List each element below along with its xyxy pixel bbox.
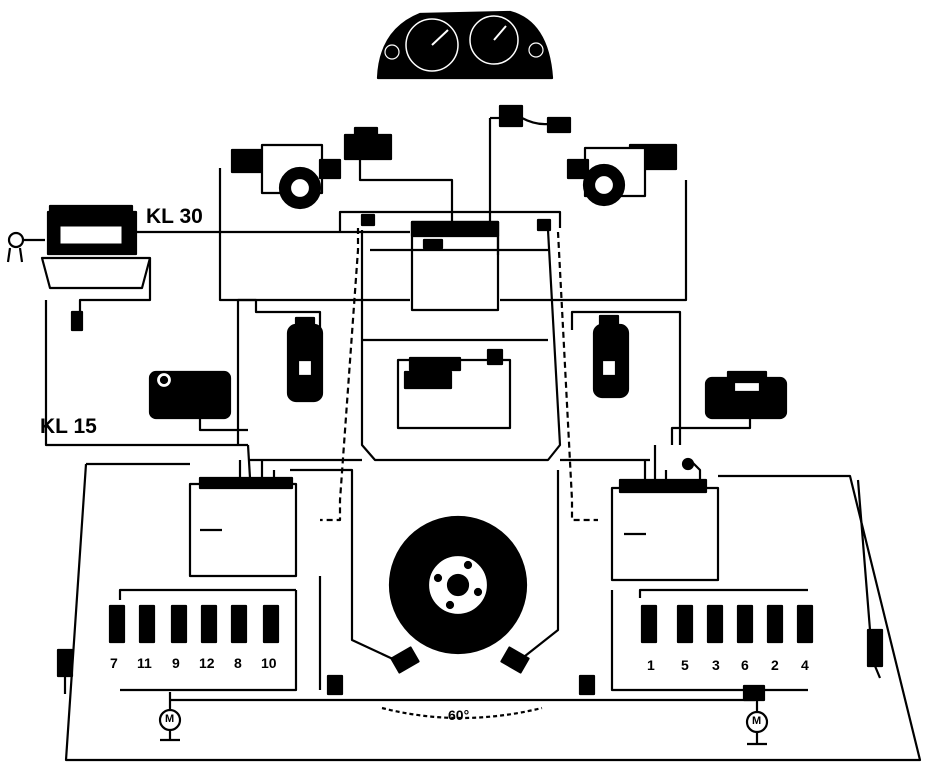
throttle-body-right xyxy=(566,143,678,207)
injector-label-6: 6 xyxy=(741,657,749,673)
injector-label-11: 11 xyxy=(137,655,152,671)
injector-label-9: 9 xyxy=(172,655,180,671)
ignition-coil-right xyxy=(592,314,630,399)
instrument-cluster xyxy=(376,10,554,80)
crank-sensor-right xyxy=(500,615,560,674)
battery xyxy=(6,204,152,290)
injectors-left xyxy=(108,604,280,644)
injector-label-8: 8 xyxy=(234,655,242,671)
injector-label-2: 2 xyxy=(771,657,779,673)
crank-sensor-left xyxy=(350,615,420,674)
ecu-left xyxy=(188,476,298,578)
injector-label-3: 3 xyxy=(712,657,720,673)
throttle-body-left xyxy=(230,143,342,210)
motor-right-icon xyxy=(742,684,769,746)
main-ecu xyxy=(410,220,500,312)
flywheel xyxy=(388,515,528,655)
kl15-label: KL 15 xyxy=(40,415,97,438)
injector-label-12: 12 xyxy=(199,655,215,671)
angle-label: 60° xyxy=(448,707,470,723)
lambda-sensor-right xyxy=(856,479,884,679)
kl30-label: KL 30 xyxy=(146,205,203,228)
air-pump-left xyxy=(148,370,248,432)
ignition-coil-left xyxy=(286,316,324,403)
injector-label-4: 4 xyxy=(801,657,809,673)
central-control-unit xyxy=(396,348,512,430)
motor-left-icon xyxy=(158,692,182,742)
ecu-right xyxy=(610,478,720,582)
lambda-sensor-left xyxy=(56,648,74,694)
idle-actuator xyxy=(343,126,454,225)
motor-right-label: M xyxy=(752,715,762,727)
air-pump-right xyxy=(670,370,788,445)
sensor-top xyxy=(488,104,572,222)
motor-left-label: M xyxy=(165,713,175,725)
injector-label-1: 1 xyxy=(647,657,655,673)
injectors-right xyxy=(640,604,814,644)
injector-label-10: 10 xyxy=(261,655,277,671)
injector-label-7: 7 xyxy=(110,655,118,671)
injector-label-5: 5 xyxy=(681,657,689,673)
